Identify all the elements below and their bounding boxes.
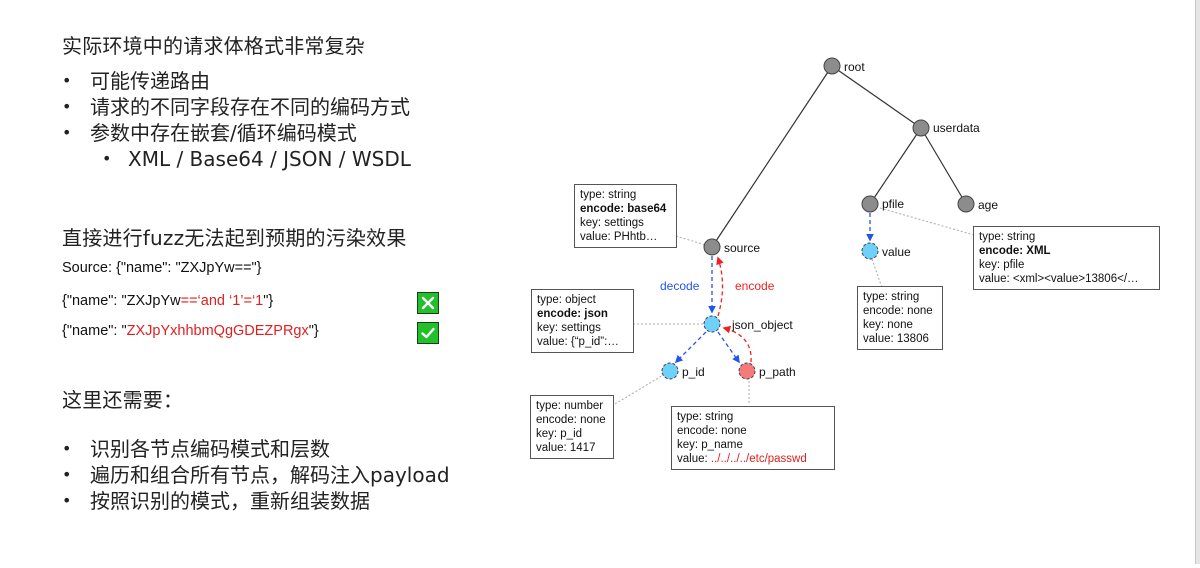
payload-prefix: {"name": "ZXJpYw	[62, 293, 181, 309]
payload-injection: ==‘and ‘1’=‘1	[180, 293, 264, 309]
node-circle	[957, 195, 975, 213]
node-label: age	[978, 198, 998, 212]
node-label: value	[882, 245, 911, 259]
slide-edge	[1195, 0, 1200, 564]
bullet-item: 遍历和组合所有节点，解码注入payload	[62, 462, 450, 488]
node-label: p_id	[682, 365, 705, 379]
info-box-p-id: type: number encode: none key: p_id valu…	[530, 395, 614, 459]
encode-arrow-json-object	[722, 325, 752, 363]
tree-svg: decode encode root userdata pfile age va…	[614, 57, 998, 405]
bullet-list-complexity: 可能传递路由 请求的不同字段存在不同的编码方式 参数中存在嵌套/循环编码模式 X…	[62, 68, 411, 172]
encode-arrow-source	[716, 256, 724, 317]
node-p-id[interactable]: p_id	[661, 362, 705, 380]
info-encode: encode: json	[537, 308, 608, 320]
bullet-item: 可能传递路由	[62, 68, 411, 94]
info-value: value: 1417	[536, 442, 596, 454]
payload-suffix: "}	[263, 293, 274, 309]
node-value[interactable]: value	[861, 242, 911, 260]
check-icon	[417, 322, 439, 344]
request-tree-diagram: decode encode root userdata pfile age va…	[520, 0, 1196, 564]
info-encode: encode: none	[536, 414, 606, 426]
node-json-object[interactable]: json_object	[703, 315, 793, 333]
info-value: value: {“p_id”:…	[537, 336, 619, 348]
node-circle	[861, 242, 879, 260]
connector-pfile	[879, 207, 975, 236]
info-type: type: object	[537, 294, 596, 306]
info-encode: encode: none	[677, 425, 747, 437]
decode-arrow-p-path	[717, 331, 740, 364]
x-icon	[417, 292, 439, 314]
info-type: type: string	[979, 231, 1036, 243]
info-key: key: settings	[580, 217, 644, 229]
bullet-item: 识别各节点编码模式和层数	[62, 436, 450, 462]
sub-bullet-item: XML / Base64 / JSON / WSDL	[62, 146, 411, 172]
path-traversal-payload: ../../../../etc/passwd	[710, 453, 807, 465]
example-payload-1: {"name": "ZXJpYw==‘and ‘1’=‘1"}	[62, 293, 273, 309]
connector-value	[871, 258, 883, 289]
info-type: type: number	[536, 400, 604, 412]
bullet-item: 请求的不同字段存在不同的编码方式	[62, 94, 411, 120]
node-label: p_path	[759, 365, 796, 379]
info-box-pfile: type: string encode: XML key: pfile valu…	[973, 226, 1160, 290]
bullet-item: 按照识别的模式，重新组装数据	[62, 488, 450, 514]
node-circle	[703, 315, 721, 333]
info-key: key: settings	[537, 322, 601, 334]
info-key: key: p_name	[677, 439, 743, 451]
node-p-path[interactable]: p_path	[738, 362, 796, 380]
edge-userdata-pfile	[869, 127, 922, 205]
info-box-value: type: string encode: none key: none valu…	[857, 286, 943, 350]
encode-label: encode	[735, 279, 775, 293]
node-circle	[738, 362, 756, 380]
heading-requirements: 这里还需要：	[62, 388, 184, 412]
info-box-source: type: string encode: base64 key: setting…	[574, 184, 677, 248]
source-payload: Source: {"name": "ZXJpYw=="}	[62, 260, 262, 276]
bullet-item: 参数中存在嵌套/循环编码模式	[62, 120, 411, 146]
edge-userdata-age	[920, 127, 967, 205]
payload-suffix: "}	[308, 323, 319, 339]
info-value: value: <xml><value>13806</…	[979, 273, 1139, 285]
bullet-list-requirements: 识别各节点编码模式和层数 遍历和组合所有节点，解码注入payload 按照识别的…	[62, 436, 450, 514]
info-value: value: PHhtb…	[580, 231, 658, 243]
node-root[interactable]: root	[823, 57, 865, 75]
text-panel: 实际环境中的请求体格式非常复杂 可能传递路由 请求的不同字段存在不同的编码方式 …	[0, 0, 520, 564]
example-payload-2: {"name": "ZXJpYxhhbmQgGDEZPRgx"}	[62, 323, 319, 339]
info-type: type: string	[580, 189, 637, 201]
node-source[interactable]: source	[703, 238, 760, 256]
info-encode: encode: none	[863, 305, 933, 317]
node-circle	[661, 362, 679, 380]
info-key: key: pfile	[979, 259, 1025, 271]
decode-label: decode	[660, 279, 700, 293]
connector-p-id	[614, 370, 671, 405]
node-label: root	[844, 60, 865, 74]
info-type: type: string	[863, 291, 920, 303]
info-type: type: string	[677, 411, 734, 423]
node-label: json_object	[731, 318, 793, 332]
node-userdata[interactable]: userdata	[912, 119, 980, 137]
info-key: key: none	[863, 319, 913, 331]
heading-complex-formats: 实际环境中的请求体格式非常复杂	[62, 34, 365, 58]
info-encode: encode: base64	[580, 203, 667, 215]
node-circle	[823, 57, 841, 75]
edge-root-source	[711, 65, 833, 248]
edge-root-userdata	[831, 65, 922, 129]
node-label: pfile	[882, 197, 904, 211]
node-circle	[861, 195, 879, 213]
payload-injection: ZXJpYxhhbmQgGDEZPRgx	[126, 323, 309, 339]
info-value: value: 13806	[863, 333, 929, 345]
decode-arrow-p-id	[674, 331, 707, 364]
node-label: userdata	[933, 121, 980, 135]
node-circle	[912, 119, 930, 137]
heading-fuzz-limitation: 直接进行fuzz无法起到预期的污染效果	[62, 226, 407, 250]
payload-prefix: {"name": "	[62, 323, 127, 339]
info-box-p-path: type: string encode: none key: p_name va…	[671, 406, 835, 470]
info-key: key: p_id	[536, 428, 583, 440]
info-box-json-object: type: object encode: json key: settings …	[531, 289, 634, 353]
node-circle	[703, 238, 721, 256]
node-label: source	[724, 241, 760, 255]
node-age[interactable]: age	[957, 195, 998, 213]
info-value: value: ../../../../etc/passwd	[677, 453, 807, 465]
info-encode: encode: XML	[979, 245, 1051, 257]
node-pfile[interactable]: pfile	[861, 195, 904, 213]
